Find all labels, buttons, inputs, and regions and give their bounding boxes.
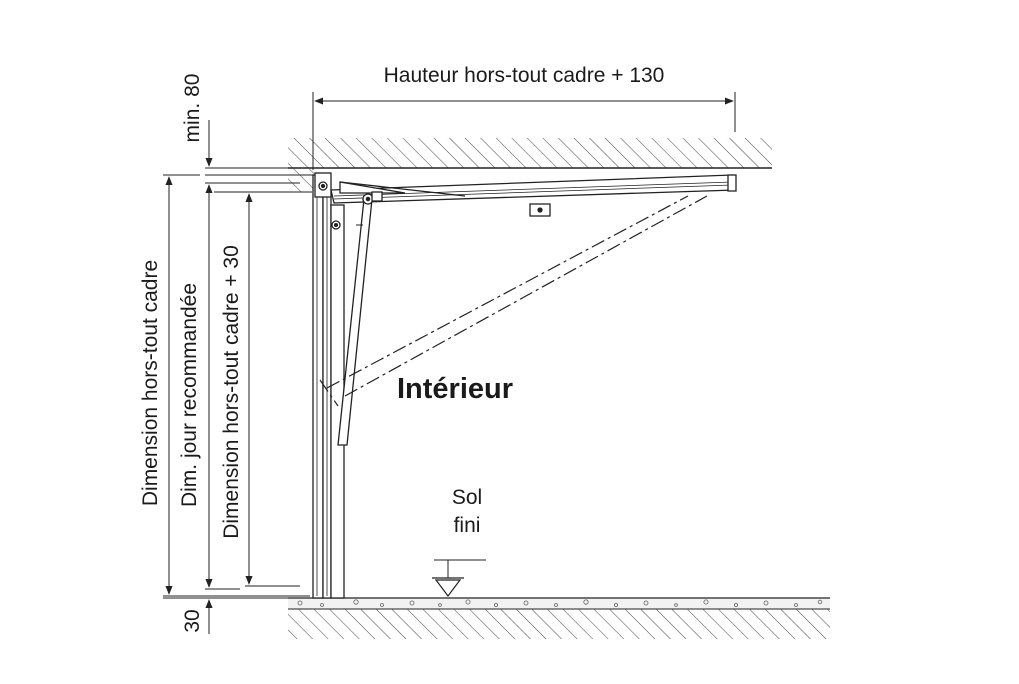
spring-arm [331,191,383,446]
floor-label-line1: Sol [452,486,482,509]
screed-texture [297,599,823,608]
floor-level-triangle-icon [434,579,462,597]
finished-floor-marker: Sol fini [432,486,486,597]
frame-height-plus-label: Dimension hors-tout cadre + 30 [220,245,243,539]
floor-offset-label: 30 [181,609,204,632]
floor [288,597,830,639]
left-dimensions [163,120,315,634]
frame-height-label: Dimension hors-tout cadre [139,260,162,506]
recommended-opening-label: Dim. jour recommandée [178,283,201,507]
swing-path [319,195,708,407]
ceiling [288,138,772,193]
door-frame [312,172,345,599]
top-dimension: Hauteur hors-tout cadre + 130 [312,64,736,170]
overhead-rail [330,174,737,217]
interior-label: Intérieur [397,373,513,405]
min-clearance-label: min. 80 [181,74,204,143]
floor-label-line2: fini [454,514,481,537]
top-dimension-label: Hauteur hors-tout cadre + 130 [384,64,665,87]
